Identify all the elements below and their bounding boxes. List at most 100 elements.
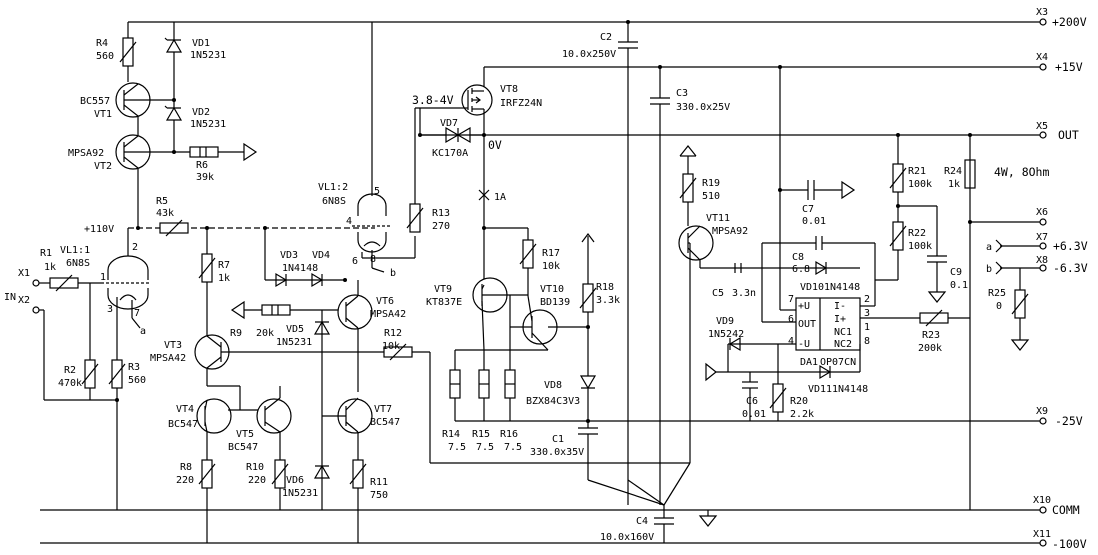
r25-ref: R25 <box>988 288 1006 299</box>
vt6-value: MPSA42 <box>370 309 406 320</box>
vd8-ref: VD8 <box>544 380 562 391</box>
vd10-value: 1N4148 <box>824 282 860 293</box>
vt5-ref: VT5 <box>236 429 254 440</box>
vt7-value: BC547 <box>370 417 400 428</box>
da1-pin2-label: 2 <box>864 294 870 305</box>
r17-ref: R17 <box>542 248 560 259</box>
r4-ref: R4 <box>96 38 108 49</box>
r8-value: 220 <box>176 475 194 486</box>
vd7-ref: VD7 <box>440 118 458 129</box>
c9-value: 0.1 <box>950 280 968 291</box>
servo-section: R19 510 VT11 MPSA92 C5 3.3n C8 6.8 VD10 … <box>678 65 1030 510</box>
r5-value: 43k <box>156 208 174 219</box>
c1-value: 330.0x35V <box>530 447 584 458</box>
vd6-ref: VD6 <box>286 475 304 486</box>
power-caps: C2 10.0x250V C3 330.0x25V C4 10.0x160V <box>430 20 730 543</box>
da1-pin-noninv: I+ <box>834 314 846 325</box>
c7-value: 0.01 <box>802 216 826 227</box>
r2-value: 470k <box>58 378 82 389</box>
da1-pin-inv: I- <box>834 301 846 312</box>
heater-node-a: a <box>986 242 992 253</box>
vl1-1-pin3: 3 <box>107 304 113 315</box>
r14-value: 7.5 <box>448 442 466 453</box>
vd11-ref: VD11 <box>808 384 832 395</box>
da1-pin-nc2: NC2 <box>834 339 852 350</box>
vd2-value: 1N5231 <box>190 119 226 130</box>
load-label: 4W, 8Ohm <box>994 165 1049 179</box>
vt10-value: BD139 <box>540 297 570 308</box>
c4-value: 10.0x160V <box>600 532 654 543</box>
terminal-x7-name: X7 <box>1036 232 1048 243</box>
vd3-ref: VD3 <box>280 250 298 261</box>
current-label: 1A <box>494 192 506 203</box>
vt4-value: BC547 <box>168 419 198 430</box>
terminal-x8-name: X8 <box>1036 255 1048 266</box>
vt8-value: IRFZ24N <box>500 98 542 109</box>
r18-value: 3.3k <box>596 295 620 306</box>
r2-ref: R2 <box>64 365 76 376</box>
vl1-2-node-b: b <box>390 268 396 279</box>
terminals: X3 +200V X4 +15V X5 OUT X6 X7 +6.3V X8 -… <box>4 7 1088 551</box>
vt7-ref: VT7 <box>374 404 392 415</box>
vt8-mosfet: VT8 IRFZ24N 3.8-4V VD7 KC170A 0V 1A <box>412 67 542 285</box>
vl1-2-value: 6N8S <box>322 196 346 207</box>
r20-value: 2.2k <box>790 409 814 420</box>
terminal-x3-name: X3 <box>1036 7 1048 18</box>
vd10-ref: VD10 <box>800 282 824 293</box>
r23-ref: R23 <box>922 330 940 341</box>
vd1-value: 1N5231 <box>190 50 226 61</box>
terminal-x6-name: X6 <box>1036 207 1048 218</box>
heater-node-b: b <box>986 264 992 275</box>
c2-ref: C2 <box>600 32 612 43</box>
da1-pin1-label: 1 <box>864 322 870 333</box>
vl1-2-pin5: 5 <box>374 186 380 197</box>
r1-value: 1k <box>44 262 56 273</box>
vd5-value: 1N5231 <box>276 337 312 348</box>
terminal-x5-value: OUT <box>1058 128 1079 142</box>
r11-ref: R11 <box>370 477 388 488</box>
r19-ref: R19 <box>702 178 720 189</box>
vt5-value: BC547 <box>228 442 258 453</box>
r15-ref: R15 <box>472 429 490 440</box>
r17-value: 10k <box>542 261 560 272</box>
terminal-x9-value: -25V <box>1055 414 1083 428</box>
r6-value: 39k <box>196 172 214 183</box>
vd7-value: KC170A <box>432 148 468 159</box>
terminal-x11-name: X11 <box>1033 529 1051 540</box>
vd1-ref: VD1 <box>192 38 210 49</box>
cascode-vt1-vt2: R4 560 VD1 1N5231 VD2 1N5231 BC557 VT1 M… <box>68 22 258 230</box>
vd6-value: 1N5231 <box>282 488 318 499</box>
vl1-1-pin2: 2 <box>132 242 138 253</box>
terminal-x3-value: +200V <box>1052 15 1087 29</box>
r12-value: 10k <box>382 341 400 352</box>
da1-pin7-label: 7 <box>788 294 794 305</box>
r3-ref: R3 <box>128 362 140 373</box>
r24-ref: R24 <box>944 166 962 177</box>
r19-value: 510 <box>702 191 720 202</box>
terminal-x10-name: X10 <box>1033 495 1051 506</box>
vt10-ref: VT10 <box>540 284 564 295</box>
vt9-value: KT837E <box>426 297 462 308</box>
da1-pin6-label: 6 <box>788 314 794 325</box>
r20-ref: R20 <box>790 396 808 407</box>
v-zero-label: 0V <box>488 138 502 152</box>
v-mosfet-label: 3.8-4V <box>412 93 454 107</box>
vl1-1-node-a: a <box>140 326 146 337</box>
vl1-2-pin8: 8 <box>370 254 376 265</box>
vl1-1-pin1: 1 <box>100 272 106 283</box>
terminal-x7-value: +6.3V <box>1053 239 1088 253</box>
vl1-1-value: 6N8S <box>66 258 90 269</box>
r6-ref: R6 <box>196 160 208 171</box>
terminal-x9-name: X9 <box>1036 406 1048 417</box>
c8-ref: C8 <box>792 252 804 263</box>
vd4-ref: VD4 <box>312 250 330 261</box>
vl1-1-ref: VL1:1 <box>60 245 90 256</box>
r12-ref: R12 <box>384 328 402 339</box>
r8-ref: R8 <box>180 462 192 473</box>
input-stage: R1 1k R2 470k R3 560 VL1:1 6N8S 2 1 <box>39 196 375 510</box>
r24-value: 1k <box>948 179 960 190</box>
r22-ref: R22 <box>908 228 926 239</box>
c9-ref: C9 <box>950 267 962 278</box>
r9-ref: R9 <box>230 328 242 339</box>
